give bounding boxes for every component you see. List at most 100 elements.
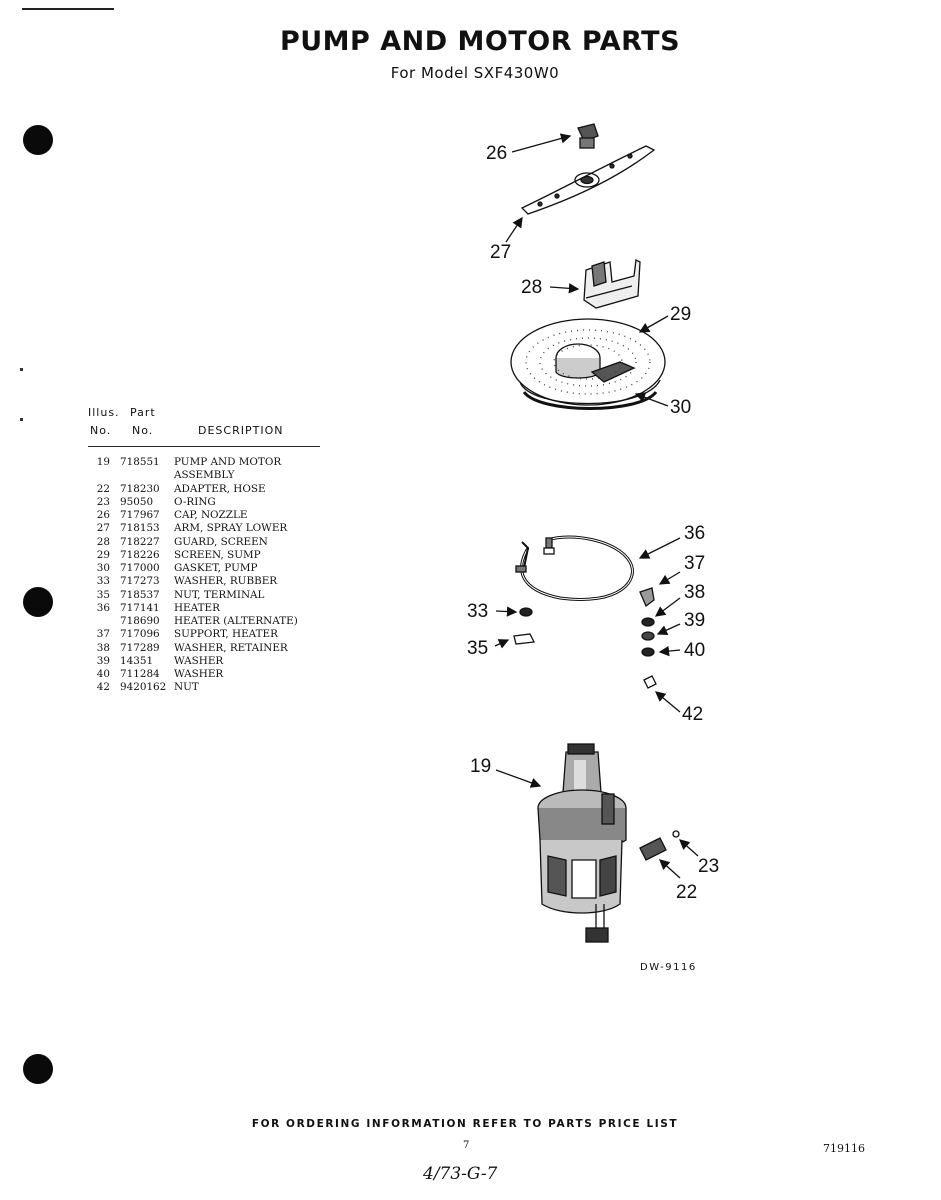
part-no-cell: 717141 — [120, 601, 160, 614]
description-cell: ADAPTER, HOSE — [174, 482, 266, 495]
handwritten-note: 4/73-G-7 — [423, 1164, 498, 1184]
part-no-cell: 718227 — [120, 535, 160, 548]
heater-support-part — [639, 587, 655, 608]
leader-27 — [505, 216, 523, 243]
header-part-no: No. — [132, 424, 154, 437]
illus-no-cell: 30 — [96, 562, 110, 574]
margin-mark — [20, 418, 23, 421]
description-cell: O-RING — [174, 495, 216, 508]
leader-23 — [679, 839, 699, 857]
part-no-cell: 718551 — [120, 456, 160, 468]
margin-mark — [20, 368, 23, 371]
callout-19: 19 — [470, 756, 492, 777]
illus-no-cell: 22 — [96, 482, 110, 495]
hose-adapter-part — [639, 830, 680, 861]
part-no-cell: 718230 — [120, 482, 160, 495]
document-number: 719116 — [823, 1142, 865, 1155]
description-cell: NUT — [174, 681, 199, 694]
description-cell: WASHER — [174, 654, 224, 667]
leader-38 — [654, 597, 681, 617]
description-cell: GUARD, SCREEN — [174, 535, 268, 548]
part-no-cell: 718690 — [120, 615, 160, 627]
illus-no-cell: 37 — [96, 628, 110, 641]
description-cell: CAP, NOZZLE — [174, 509, 248, 521]
leader-22 — [659, 859, 681, 879]
leader-42 — [655, 691, 681, 713]
callout-26: 26 — [486, 143, 508, 164]
table-row: 27 718153 ARM, SPRAY LOWER — [88, 522, 328, 535]
leader-35 — [494, 639, 510, 649]
callout-33: 33 — [467, 601, 489, 622]
top-rule — [22, 8, 114, 10]
spray-arm-part — [520, 145, 656, 215]
illus-no-cell: 23 — [96, 495, 110, 508]
part-no-cell: 717289 — [120, 641, 160, 654]
header-part: Part — [130, 406, 156, 419]
callout-28: 28 — [521, 277, 543, 298]
part-no-cell: 718153 — [120, 522, 160, 535]
header-description: DESCRIPTION — [198, 424, 284, 437]
leader-40 — [658, 645, 681, 657]
illus-no-cell: 40 — [96, 668, 110, 680]
illus-no-cell: 36 — [96, 601, 110, 614]
part-no-cell: 14351 — [120, 654, 154, 667]
description-cell: SUPPORT, HEATER — [174, 628, 278, 641]
callout-29: 29 — [670, 304, 692, 325]
description-cell: GASKET, PUMP — [174, 562, 258, 574]
illus-no-cell: 35 — [96, 588, 110, 601]
callout-22: 22 — [676, 882, 698, 903]
leader-28 — [549, 283, 580, 294]
leader-19 — [495, 769, 542, 788]
description-cell: ARM, SPRAY LOWER — [174, 522, 288, 535]
description-cell: PUMP AND MOTOR — [174, 456, 282, 468]
table-row: ASSEMBLY — [88, 469, 328, 482]
table-row: 36 717141 HEATER — [88, 602, 328, 615]
part-no-cell: 718226 — [120, 548, 160, 561]
leader-26 — [511, 133, 572, 153]
terminal-nut-part — [513, 633, 535, 645]
binder-hole-bottom — [23, 1054, 53, 1084]
illus-no-cell: 42 — [96, 681, 110, 694]
rubber-washer-part — [519, 607, 533, 617]
leader-37 — [658, 571, 681, 585]
part-no-cell: 718537 — [120, 588, 160, 601]
illus-no-cell: 33 — [96, 575, 110, 588]
header-illus: Illus. — [88, 406, 120, 419]
sump-screen-part — [510, 318, 666, 410]
part-no-cell: 9420162 — [120, 681, 167, 694]
callout-42: 42 — [682, 704, 704, 725]
part-no-cell: 711284 — [120, 668, 160, 680]
part-no-cell: 717000 — [120, 562, 160, 574]
part-no-cell: 717967 — [120, 509, 160, 521]
callout-40: 40 — [684, 640, 706, 661]
description-cell: WASHER — [174, 668, 224, 680]
description-cell: HEATER (ALTERNATE) — [174, 615, 298, 627]
retainer-washer-part — [641, 617, 655, 627]
illus-no-cell: 39 — [96, 654, 110, 667]
illus-no-cell: 26 — [96, 509, 110, 521]
callout-38: 38 — [684, 582, 706, 603]
callout-23: 23 — [698, 856, 720, 877]
leader-33 — [495, 606, 518, 617]
heater-part — [515, 535, 634, 601]
nozzle-cap-part — [577, 123, 599, 149]
screen-guard-part — [583, 259, 641, 309]
description-cell: HEATER — [174, 601, 220, 614]
page-number: 7 — [463, 1140, 470, 1151]
leader-39 — [656, 623, 681, 635]
part-no-cell: 717273 — [120, 575, 160, 588]
model-subtitle: For Model SXF430W0 — [390, 64, 560, 82]
illus-no-cell: 38 — [96, 641, 110, 654]
description-cell: ASSEMBLY — [174, 469, 235, 482]
illus-no-cell: 27 — [96, 522, 110, 535]
table-row: 30 717000 GASKET, PUMP — [88, 562, 328, 575]
nut-part — [643, 675, 657, 689]
